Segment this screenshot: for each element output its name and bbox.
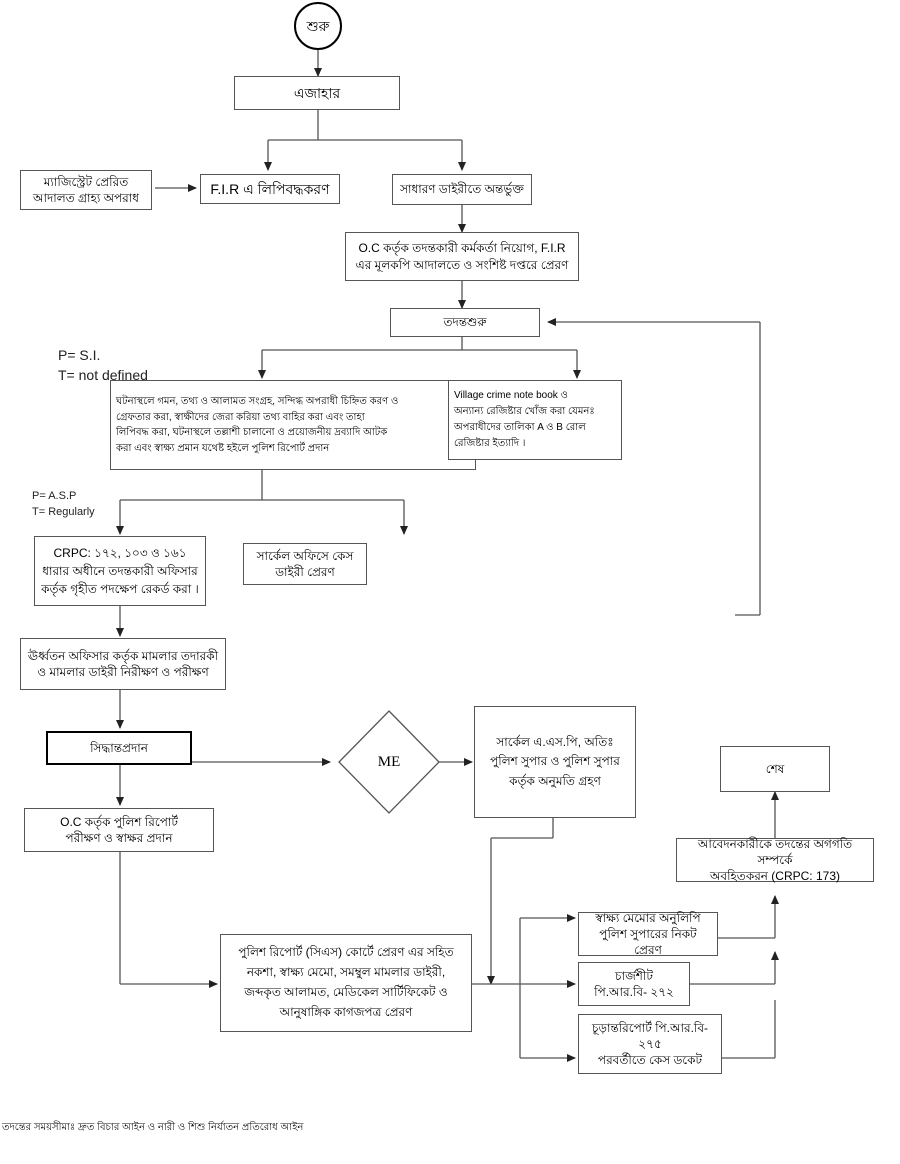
node-end-label: শেষ — [765, 761, 785, 776]
node-final-report-label: চূড়ান্তরিপোর্ট পি.আর.বি- ২৭৫ পরবর্তীতে … — [591, 1020, 709, 1068]
node-me-decision[interactable]: ME — [337, 709, 441, 815]
node-circle-office-diary-label: সার্কেল অফিসে কেস ডাইরী প্রেরণ — [256, 548, 354, 579]
node-charge-sheet-label: চার্জশীট পি.আর.বি- ২৭২ — [594, 968, 674, 999]
node-circle-office-diary[interactable]: সার্কেল অফিসে কেস ডাইরী প্রেরণ — [243, 543, 367, 585]
node-inform-applicant[interactable]: আবেদনকারীকে তদন্তের অগগতি সম্পর্কে অবহিত… — [676, 836, 874, 884]
node-crpc-record[interactable]: CRPC: ১৭২, ১০৩ ও ১৬১ ধারার অধীনে তদন্তকা… — [34, 536, 206, 606]
node-ejahar-label: এজাহার — [293, 84, 341, 101]
node-end[interactable]: শেষ — [720, 746, 830, 792]
node-field-work[interactable]: ঘটনাস্থলে গমন, তথ্য ও আলামত সংগ্রহ, সন্দ… — [110, 380, 476, 470]
node-fir-record-label: F.I.R এ লিপিবদ্ধকরণ — [210, 180, 330, 197]
footnote-block: তদন্তের সময়সীমাঃ দ্রুত বিচার আইন ও নারী… — [2, 1089, 432, 1164]
node-general-diary[interactable]: সাধারণ ডাইরীতে অন্তর্ভুক্ত — [392, 174, 532, 205]
node-crpc-record-label: CRPC: ১৭২, ১০৩ ও ১৬১ ধারার অধীনে তদন্তকা… — [41, 546, 199, 596]
node-fir-record[interactable]: F.I.R এ লিপিবদ্ধকরণ — [200, 174, 340, 204]
node-charge-sheet[interactable]: চার্জশীট পি.আর.বি- ২৭২ — [578, 962, 690, 1006]
node-permission-grant-label: সার্কেল এ.এস.পি, অতিঃ পুলিশ সুপার ও পুলি… — [490, 735, 620, 788]
node-village-crime-note-book[interactable]: Village crime note book ও অন্যান্য রেজিষ… — [448, 380, 622, 460]
node-memo-copy-to-sp[interactable]: স্বাক্ষ্য মেমোর অনুলিপি পুলিশ সুপারের নি… — [578, 910, 718, 958]
node-investigation-start-label: তদন্তশুরু — [443, 315, 487, 330]
node-supervision[interactable]: ঊর্ধ্বতন অফিসার কর্তৃক মামলার তদারকী ও ম… — [20, 638, 226, 690]
node-supervision-label: ঊর্ধ্বতন অফিসার কর্তৃক মামলার তদারকী ও ম… — [27, 648, 219, 679]
node-magistrate-offence-label: ম্যাজিস্ট্রেট প্রেরিত আদালত গ্রাহ্য অপরা… — [33, 174, 139, 205]
annotation-si-note: P= S.I. T= not defined — [58, 347, 148, 384]
node-police-report-to-court-label: পুলিশ রিপোর্ট (সিএস) কোর্টে প্রেরণ এর সহ… — [238, 945, 454, 1019]
node-oc-review-report[interactable]: O.C কর্তৃক পুলিশ রিপোর্ট পরীক্ষণ ও স্বাক… — [24, 808, 214, 852]
node-police-report-to-court[interactable]: পুলিশ রিপোর্ট (সিএস) কোর্টে প্রেরণ এর সহ… — [220, 934, 472, 1032]
node-permission-grant[interactable]: সার্কেল এ.এস.পি, অতিঃ পুলিশ সুপার ও পুলি… — [474, 706, 636, 818]
node-inform-applicant-label: আবেদনকারীকে তদন্তের অগগতি সম্পর্কে অবহিত… — [697, 836, 853, 884]
node-magistrate-offence[interactable]: ম্যাজিস্ট্রেট প্রেরিত আদালত গ্রাহ্য অপরা… — [20, 170, 152, 210]
node-field-work-label: ঘটনাস্থলে গমন, তথ্য ও আলামত সংগ্রহ, সন্দ… — [116, 396, 399, 454]
node-me-decision-label: ME — [377, 753, 401, 770]
node-memo-copy-to-sp-label: স্বাক্ষ্য মেমোর অনুলিপি পুলিশ সুপারের নি… — [595, 910, 701, 958]
node-final-report[interactable]: চূড়ান্তরিপোর্ট পি.আর.বি- ২৭৫ পরবর্তীতে … — [578, 1014, 722, 1074]
node-start-label: শুরু — [306, 17, 330, 34]
node-general-diary-label: সাধারণ ডাইরীতে অন্তর্ভুক্ত — [400, 182, 524, 197]
node-start[interactable]: শুরু — [294, 2, 342, 50]
footnote-line-1: তদন্তের সময়সীমাঃ দ্রুত বিচার আইন ও নারী… — [2, 1122, 304, 1133]
node-ejahar[interactable]: এজাহার — [234, 76, 400, 110]
node-village-crime-note-book-label: Village crime note book ও অন্যান্য রেজিষ… — [454, 390, 595, 449]
node-oc-review-report-label: O.C কর্তৃক পুলিশ রিপোর্ট পরীক্ষণ ও স্বাক… — [60, 814, 178, 845]
node-oc-assign-io-label: O.C কর্তৃক তদন্তকারী কর্মকর্তা নিয়োগ, F… — [355, 241, 569, 272]
node-decision-label: সিদ্ধান্তপ্রদান — [90, 740, 148, 755]
node-investigation-start[interactable]: তদন্তশুরু — [390, 308, 540, 337]
node-decision[interactable]: সিদ্ধান্তপ্রদান — [46, 731, 192, 765]
node-oc-assign-io[interactable]: O.C কর্তৃক তদন্তকারী কর্মকর্তা নিয়োগ, F… — [345, 232, 579, 281]
annotation-asp-note: P= A.S.P T= Regularly — [32, 490, 95, 518]
diamond-shape — [338, 710, 440, 814]
